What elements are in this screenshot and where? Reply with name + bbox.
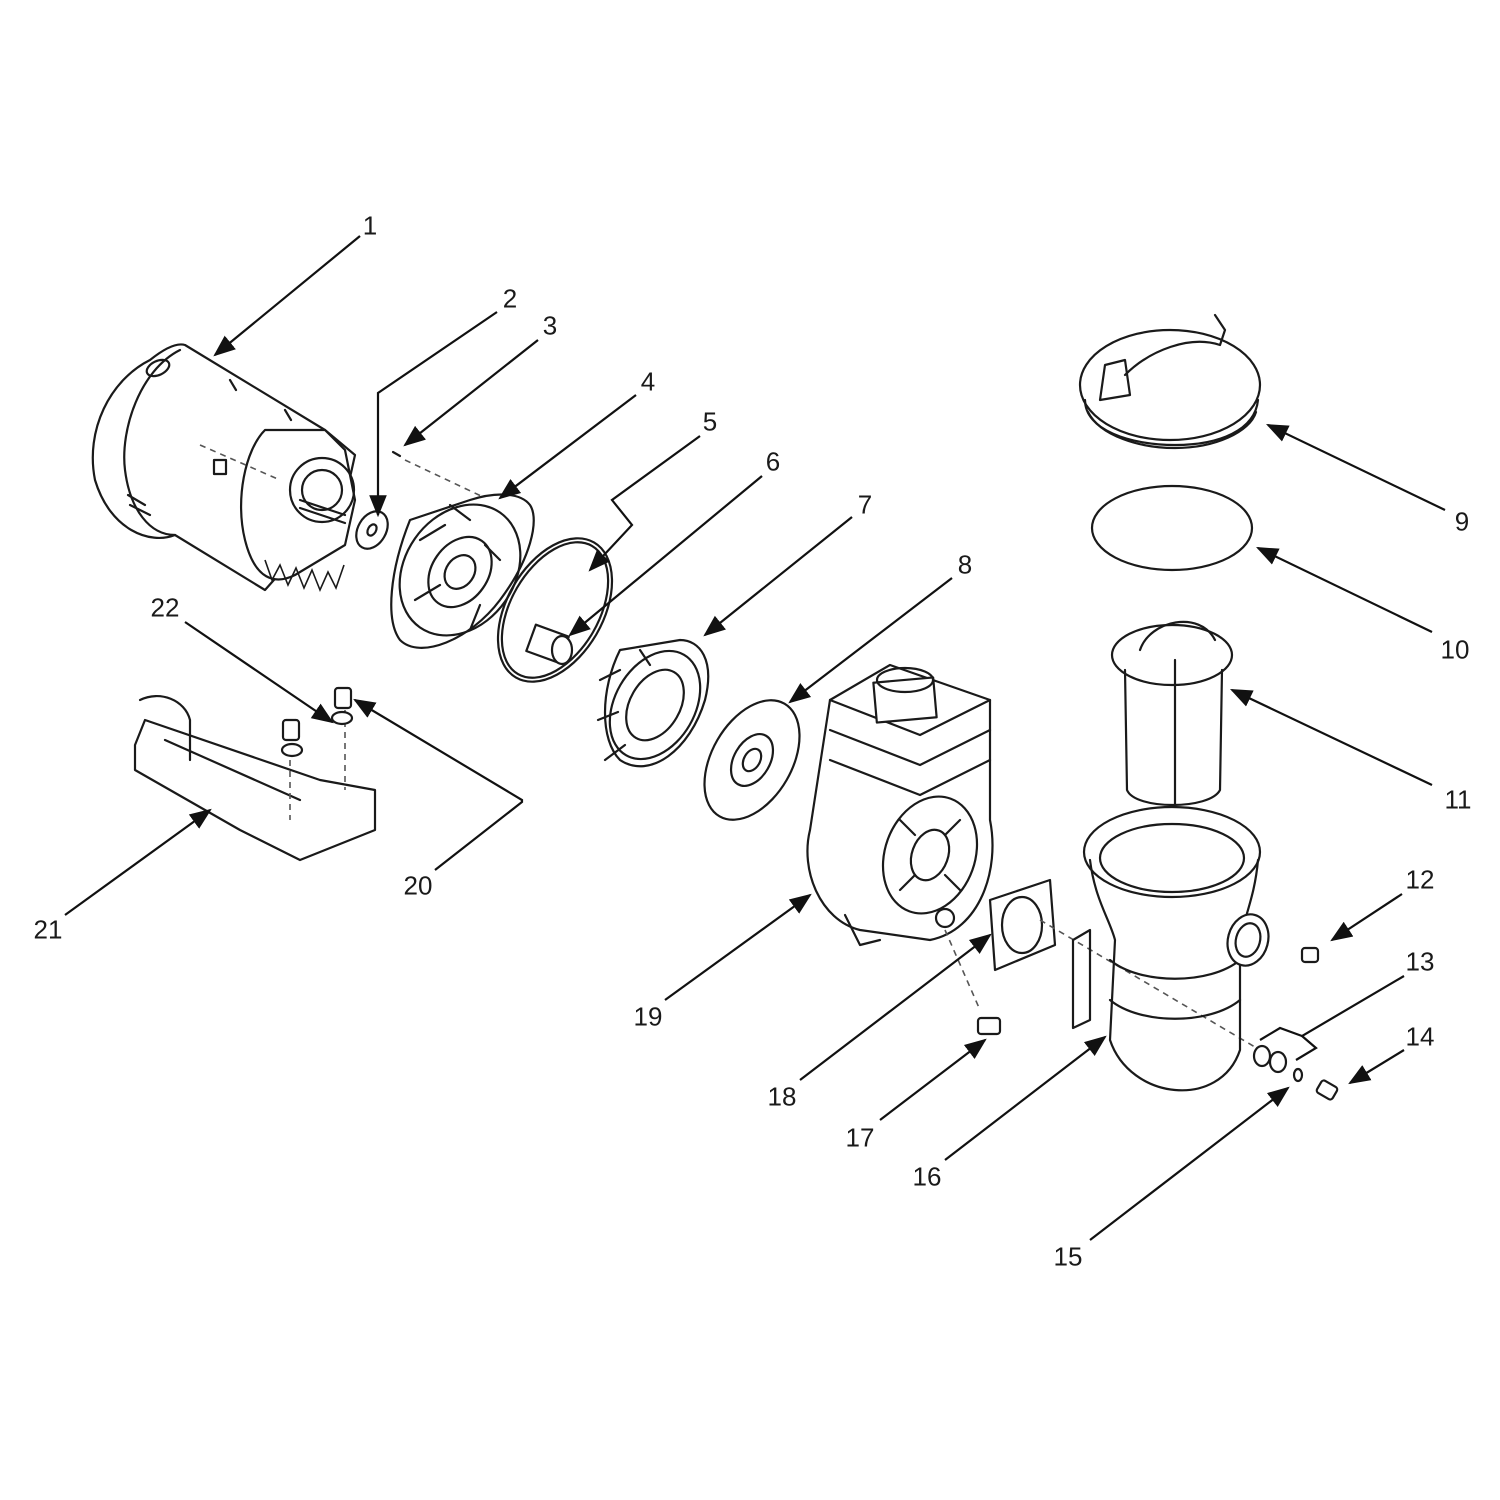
assembly-line <box>1039 919 1261 1051</box>
callout-16: 16 <box>912 1161 942 1192</box>
callout-4: 4 <box>640 366 656 397</box>
callout-12: 12 <box>1405 864 1435 895</box>
washer-set-part <box>1252 1044 1339 1101</box>
pump-body-part <box>806 663 994 947</box>
callout-3: 3 <box>542 310 558 341</box>
callout-6: 6 <box>765 446 781 477</box>
impeller-part <box>703 699 801 821</box>
drain-plug-part-12 <box>1300 946 1320 964</box>
callout-14: 14 <box>1405 1021 1435 1052</box>
o-ring-inner <box>500 541 610 679</box>
leader-lines <box>64 235 1446 1241</box>
lid-o-ring-part <box>1090 484 1254 572</box>
bolt-washer-parts <box>280 686 354 758</box>
assembly-line <box>944 929 981 1011</box>
callout-22: 22 <box>150 592 180 623</box>
callout-8: 8 <box>957 549 973 580</box>
washer-part <box>355 510 389 550</box>
callout-7: 7 <box>857 489 873 520</box>
callout-19: 19 <box>633 1001 663 1032</box>
motor-part <box>91 343 357 593</box>
gasket-part <box>988 878 1057 972</box>
callout-11: 11 <box>1444 784 1472 815</box>
drain-plug-part <box>976 1016 1002 1036</box>
callout-18: 18 <box>767 1081 797 1112</box>
strainer-lid-part <box>1078 313 1262 450</box>
callout-5: 5 <box>702 406 718 437</box>
strainer-housing-part <box>1071 805 1270 1092</box>
callout-9: 9 <box>1454 506 1470 537</box>
callout-21: 21 <box>33 914 63 945</box>
callout-20: 20 <box>403 870 433 901</box>
callout-2: 2 <box>502 283 518 314</box>
o-ring-part <box>496 537 614 683</box>
diffuser-part <box>596 638 710 768</box>
callout-1: 1 <box>362 210 378 241</box>
motor-base-part <box>133 695 377 862</box>
callout-17: 17 <box>845 1122 875 1153</box>
seal-plate-part <box>390 493 535 649</box>
callout-10: 10 <box>1440 634 1470 665</box>
callout-13: 13 <box>1405 946 1435 977</box>
key-part <box>391 450 402 458</box>
shaft-seal-part <box>525 623 574 666</box>
callout-15: 15 <box>1053 1241 1083 1272</box>
strainer-basket-part <box>1110 620 1234 807</box>
